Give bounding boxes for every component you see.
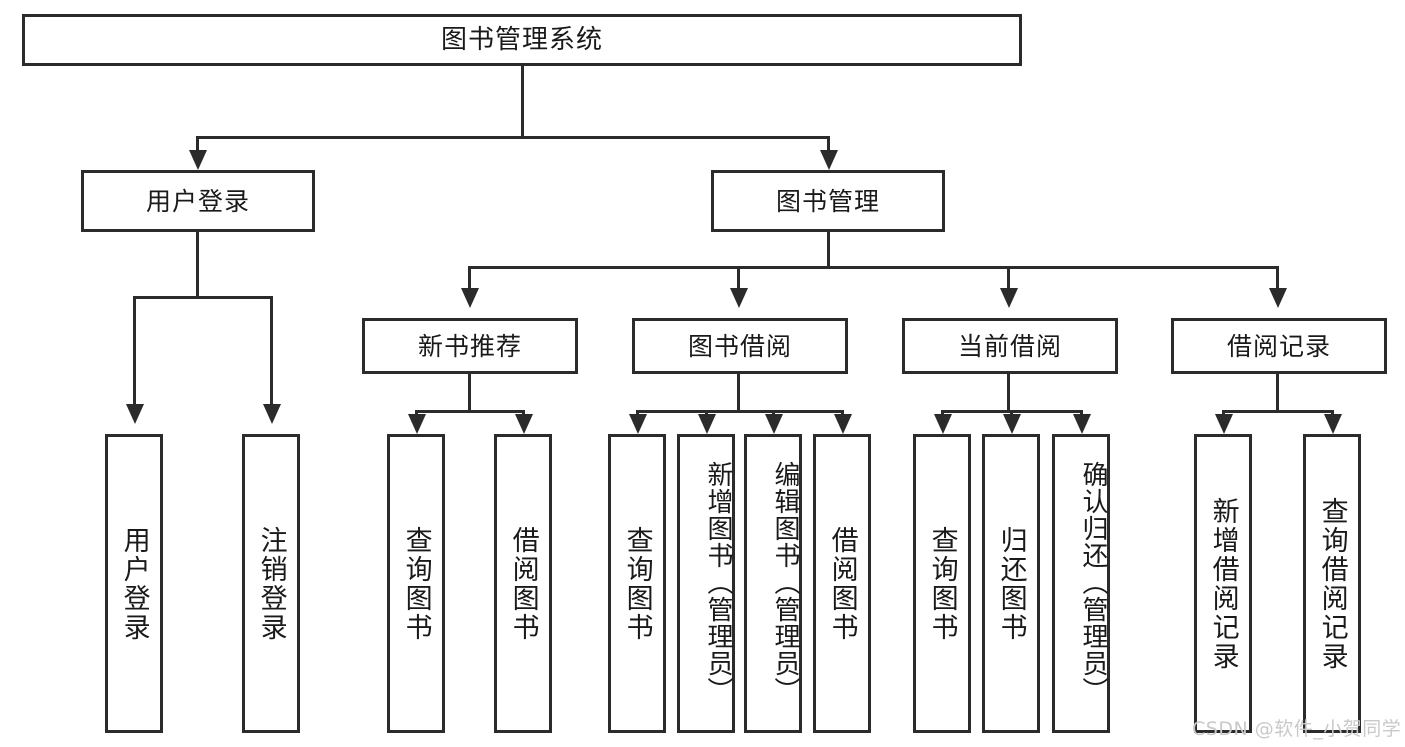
node-label: 新书推荐 <box>417 331 522 361</box>
node-current-borrow[interactable]: 当前借阅 <box>902 318 1118 374</box>
arrowhead-current-borrow <box>1000 288 1018 308</box>
connector-drop-new-book <box>468 266 471 290</box>
arrowhead-new-book-recommend <box>461 288 479 308</box>
arrowhead-leaf-add-book-admin <box>698 414 716 434</box>
connector-user-login-stem <box>196 232 199 298</box>
node-label: 用户登录 <box>118 525 150 642</box>
arrowhead-book-borrow <box>730 288 748 308</box>
connector-current-borrow-stem <box>1007 374 1010 412</box>
arrowhead-leaf-add-borrow-record <box>1215 414 1233 434</box>
arrowhead-borrow-record <box>1269 288 1287 308</box>
node-label: 用户登录 <box>145 186 250 216</box>
connector-level2-bus <box>468 266 1279 269</box>
connector-drop-user-login <box>196 136 199 152</box>
node-label: 借阅图书 <box>826 525 858 642</box>
node-label: 新增图书（管理员） <box>703 461 733 704</box>
arrowhead-leaf-edit-book-admin <box>765 414 783 434</box>
node-book-manage-group[interactable]: 图书管理 <box>711 170 945 232</box>
connector-level1-bus <box>196 136 830 139</box>
connector-borrow-record-stem <box>1276 374 1279 412</box>
node-label: 确认归还（管理员） <box>1078 461 1108 704</box>
node-label: 归还图书 <box>995 525 1027 642</box>
node-label: 编辑图书（管理员） <box>770 461 800 704</box>
node-leaf-add-borrow-record[interactable]: 新增借阅记录 <box>1194 434 1252 733</box>
arrowhead-leaf-return-book <box>1003 414 1021 434</box>
arrowhead-leaf-query-book-1 <box>408 414 426 434</box>
node-user-login-group[interactable]: 用户登录 <box>81 170 315 232</box>
connector-user-login-right-drop <box>270 296 273 406</box>
node-leaf-borrow-book-2[interactable]: 借阅图书 <box>813 434 871 733</box>
node-label: 图书借阅 <box>687 331 792 361</box>
node-leaf-confirm-return-admin[interactable]: 确认归还（管理员） <box>1052 434 1110 733</box>
node-label: 当前借阅 <box>957 331 1062 361</box>
connector-drop-current-borrow <box>1007 266 1010 290</box>
node-leaf-query-borrow-record[interactable]: 查询借阅记录 <box>1303 434 1361 733</box>
connector-book-borrow-bus <box>636 410 844 413</box>
node-leaf-logout[interactable]: 注销登录 <box>242 434 300 733</box>
connector-user-login-left-drop <box>133 296 136 406</box>
connector-book-borrow-stem <box>737 374 740 412</box>
arrowhead-leaf-borrow-book-2 <box>834 414 852 434</box>
node-leaf-user-login[interactable]: 用户登录 <box>105 434 163 733</box>
arrowhead-leaf-user-login <box>126 404 144 424</box>
arrowhead-leaf-logout <box>263 404 281 424</box>
watermark-text: CSDN @软件_小贺同学 <box>1192 718 1402 740</box>
connector-new-book-bus <box>415 410 525 413</box>
connector-drop-book-borrow <box>737 266 740 290</box>
arrowhead-leaf-query-book-3 <box>934 414 952 434</box>
node-leaf-query-book-3[interactable]: 查询图书 <box>913 434 971 733</box>
node-leaf-edit-book-admin[interactable]: 编辑图书（管理员） <box>744 434 802 733</box>
node-book-borrow[interactable]: 图书借阅 <box>632 318 848 374</box>
node-label: 借阅图书 <box>507 525 539 642</box>
node-leaf-borrow-book-1[interactable]: 借阅图书 <box>494 434 552 733</box>
arrowhead-leaf-query-borrow-record <box>1324 414 1342 434</box>
node-label: 新增借阅记录 <box>1207 496 1239 671</box>
connector-drop-book-manage <box>827 136 830 152</box>
node-label: 查询图书 <box>621 525 653 642</box>
arrowhead-leaf-query-book-2 <box>629 414 647 434</box>
connector-user-login-bus <box>133 296 273 299</box>
connector-borrow-record-bus <box>1222 410 1334 413</box>
node-label: 图书管理 <box>775 186 880 216</box>
node-label: 查询图书 <box>926 525 958 642</box>
connector-root-stem <box>521 66 524 138</box>
node-label: 查询图书 <box>400 525 432 642</box>
node-borrow-record[interactable]: 借阅记录 <box>1171 318 1387 374</box>
node-root-system[interactable]: 图书管理系统 <box>22 14 1022 66</box>
node-label: 图书管理系统 <box>440 25 603 55</box>
node-leaf-query-book-2[interactable]: 查询图书 <box>608 434 666 733</box>
connector-drop-borrow-record <box>1276 266 1279 290</box>
arrowhead-leaf-confirm-return-admin <box>1073 414 1091 434</box>
node-leaf-add-book-admin[interactable]: 新增图书（管理员） <box>677 434 735 733</box>
arrowhead-user-login <box>189 150 207 170</box>
connector-new-book-stem <box>468 374 471 412</box>
node-label: 查询借阅记录 <box>1316 496 1348 671</box>
connector-book-manage-stem <box>827 232 830 268</box>
node-new-book-recommend[interactable]: 新书推荐 <box>362 318 578 374</box>
arrowhead-leaf-borrow-book-1 <box>515 414 533 434</box>
node-label: 借阅记录 <box>1226 331 1331 361</box>
node-label: 注销登录 <box>255 525 287 642</box>
node-leaf-query-book-1[interactable]: 查询图书 <box>387 434 445 733</box>
node-leaf-return-book[interactable]: 归还图书 <box>982 434 1040 733</box>
arrowhead-book-manage <box>820 150 838 170</box>
